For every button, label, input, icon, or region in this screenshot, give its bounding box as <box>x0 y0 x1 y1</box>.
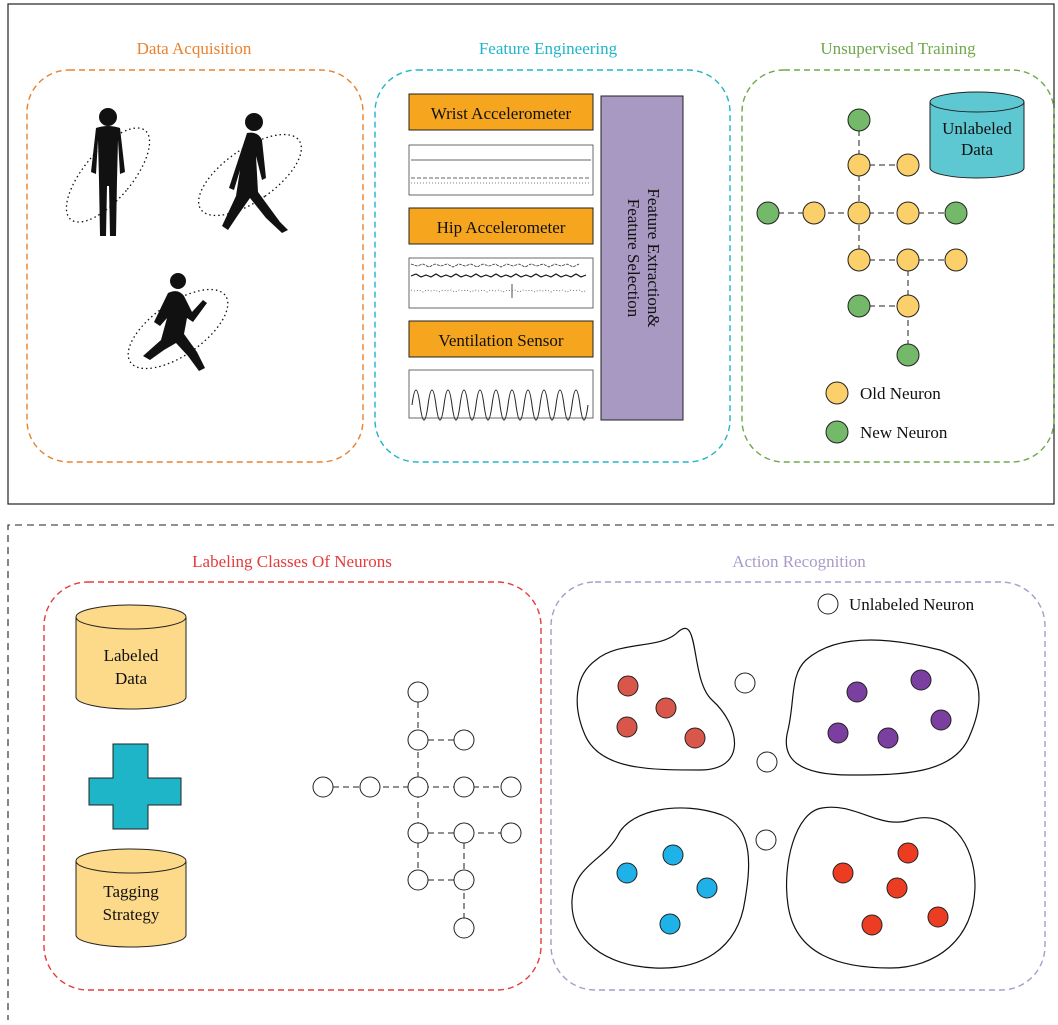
data-acquisition-title: Data Acquisition <box>137 39 252 58</box>
cluster-red-outline <box>576 628 736 771</box>
cluster-blue-neurons <box>616 844 718 935</box>
unlabeled-neurons <box>312 681 522 939</box>
new-neuron-legend-label: New Neuron <box>860 423 948 442</box>
hip-signal-plot <box>408 257 594 309</box>
cluster-purple-outline <box>785 639 980 776</box>
ventilation-signal-plot <box>408 369 594 421</box>
feature-engineering-box <box>374 69 731 463</box>
unlabeled-data-database-icon <box>929 91 1025 179</box>
feature-extraction-box <box>600 95 684 421</box>
tagging-strategy-label-1: Tagging <box>103 882 159 901</box>
data-acquisition-box <box>26 69 364 463</box>
labeled-data-database-icon <box>75 604 187 710</box>
unsupervised-training-title: Unsupervised Training <box>820 39 976 58</box>
sensor-label-wrist: Wrist Accelerometer <box>431 104 572 123</box>
feature-engineering-title: Feature Engineering <box>479 39 618 58</box>
action-recognition-title: Action Recognition <box>732 552 866 571</box>
plus-icon <box>88 743 182 830</box>
unlabeled-data-label-2: Data <box>961 140 994 159</box>
bottom-panel-frame <box>7 524 1054 1020</box>
tagging-strategy-database-icon <box>75 848 187 948</box>
unlabeled-neuron-legend-icon <box>817 593 839 615</box>
sensor-box-wrist <box>408 93 594 131</box>
labeling-title: Labeling Classes Of Neurons <box>192 552 392 571</box>
wrist-signal-plot <box>408 144 594 196</box>
old-neuron-legend-icon <box>825 381 849 405</box>
sensor-label-hip: Hip Accelerometer <box>437 218 566 237</box>
running-person-icon <box>127 273 229 371</box>
unsupervised-training-box <box>741 69 1055 463</box>
cluster-orange-neurons <box>832 842 949 936</box>
old-neuron-legend-label: Old Neuron <box>860 384 941 403</box>
new-neurons <box>756 108 968 367</box>
free-unlabeled-neurons <box>734 672 778 851</box>
cluster-purple-neurons <box>827 669 952 749</box>
walking-person-icon <box>197 113 303 233</box>
cluster-orange-outline <box>785 806 976 969</box>
feature-selection-label: Feature Selection <box>624 199 643 318</box>
cluster-blue-outline <box>571 807 750 969</box>
neuron-network-unlabeled <box>323 692 511 928</box>
new-neuron-legend-icon <box>825 420 849 444</box>
sensor-box-hip <box>408 207 594 245</box>
feature-extraction-label: Feature Extraction& <box>644 188 663 327</box>
standing-person-icon <box>65 108 151 236</box>
unlabeled-data-label-1: Unlabeled <box>942 119 1012 138</box>
unlabeled-neuron-legend-label: Unlabeled Neuron <box>849 595 975 614</box>
sensor-box-ventilation <box>408 320 594 358</box>
labeled-data-label-2: Data <box>115 669 148 688</box>
labeling-box <box>43 581 542 991</box>
labeled-data-label-1: Labeled <box>104 646 159 665</box>
tagging-strategy-label-2: Strategy <box>103 905 160 924</box>
old-neurons <box>802 153 968 318</box>
cluster-red-neurons <box>616 675 706 749</box>
sensor-label-ventilation: Ventilation Sensor <box>438 331 563 350</box>
action-recognition-box <box>550 581 1046 991</box>
